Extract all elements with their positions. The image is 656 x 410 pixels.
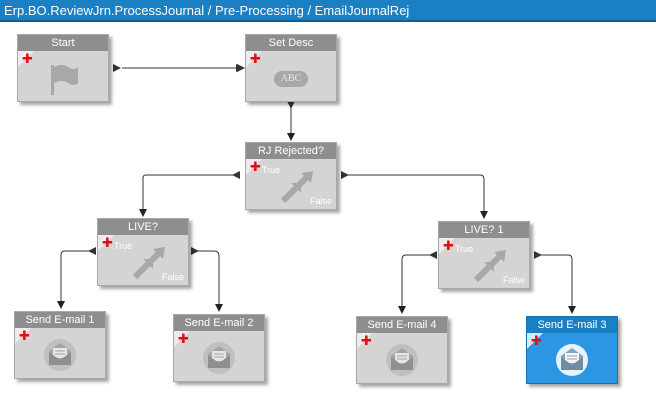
port-start-out <box>113 64 121 72</box>
port-setdesc-in <box>236 64 244 72</box>
envelope-icon <box>556 344 588 376</box>
add-icon[interactable]: ✚ <box>443 238 454 253</box>
node-start[interactable]: Start ✚ <box>17 34 109 102</box>
node-title: Send E-mail 1 <box>15 312 105 328</box>
node-send-email-3[interactable]: Send E-mail 3 ✚ <box>526 316 618 384</box>
port-live-false <box>191 247 199 255</box>
node-title: Start <box>18 35 108 51</box>
port-setdesc-out <box>287 101 295 109</box>
node-title: LIVE? 1 <box>439 222 529 238</box>
connector-live-true-send1 <box>57 250 91 309</box>
envelope-icon <box>386 344 418 376</box>
port-live-true <box>88 247 96 255</box>
node-send-email-4[interactable]: Send E-mail 4 ✚ <box>356 316 448 384</box>
false-branch-label: False <box>309 196 332 206</box>
add-icon[interactable]: ✚ <box>22 51 33 66</box>
condition-arrows-icon <box>132 247 165 280</box>
add-icon[interactable]: ✚ <box>178 331 189 346</box>
add-icon[interactable]: ✚ <box>250 51 261 66</box>
node-title: Send E-mail 3 <box>527 317 617 333</box>
port-rj-true <box>232 171 240 179</box>
add-icon[interactable]: ✚ <box>19 328 30 343</box>
node-send-email-1[interactable]: Send E-mail 1 ✚ <box>14 311 106 379</box>
port-rj-false <box>341 171 349 179</box>
connector-live-false-send2 <box>196 250 223 312</box>
node-title: Send E-mail 2 <box>174 315 264 331</box>
true-branch-label: True <box>455 244 474 254</box>
node-live-1[interactable]: LIVE? 1 ✚ True False <box>438 221 530 289</box>
node-send-email-2[interactable]: Send E-mail 2 ✚ <box>173 314 265 382</box>
node-rj-rejected[interactable]: RJ Rejected? ✚ True False <box>245 142 337 210</box>
envelope-icon <box>203 342 235 374</box>
node-title: Send E-mail 4 <box>357 317 447 333</box>
connector-live1-false-send3 <box>538 254 576 314</box>
node-title: Set Desc <box>246 35 336 51</box>
envelope-icon <box>44 339 76 371</box>
add-icon[interactable]: ✚ <box>102 235 113 250</box>
true-branch-label: True <box>262 165 281 175</box>
port-live1-true <box>429 251 437 259</box>
true-branch-label: True <box>114 241 133 251</box>
abc-icon: ABC <box>274 71 308 87</box>
node-live[interactable]: LIVE? ✚ True False <box>97 218 189 286</box>
false-branch-label: False <box>161 272 184 282</box>
node-title: RJ Rejected? <box>246 143 336 159</box>
condition-arrows-icon <box>280 171 313 204</box>
connector-rj-true-live <box>139 174 238 217</box>
node-title: LIVE? <box>98 219 188 235</box>
condition-arrows-icon <box>473 250 506 283</box>
add-icon[interactable]: ✚ <box>531 333 542 348</box>
port-live1-false <box>534 251 542 259</box>
add-icon[interactable]: ✚ <box>250 159 261 174</box>
flag-icon <box>51 65 78 95</box>
connector-live1-true-send4 <box>398 254 432 314</box>
window-title: Erp.BO.ReviewJrn.ProcessJournal / Pre-Pr… <box>0 0 656 22</box>
false-branch-label: False <box>502 275 525 285</box>
node-set-desc[interactable]: Set Desc ✚ ABC <box>245 34 337 102</box>
add-icon[interactable]: ✚ <box>361 333 372 348</box>
connector-rj-false-live1 <box>345 174 488 219</box>
